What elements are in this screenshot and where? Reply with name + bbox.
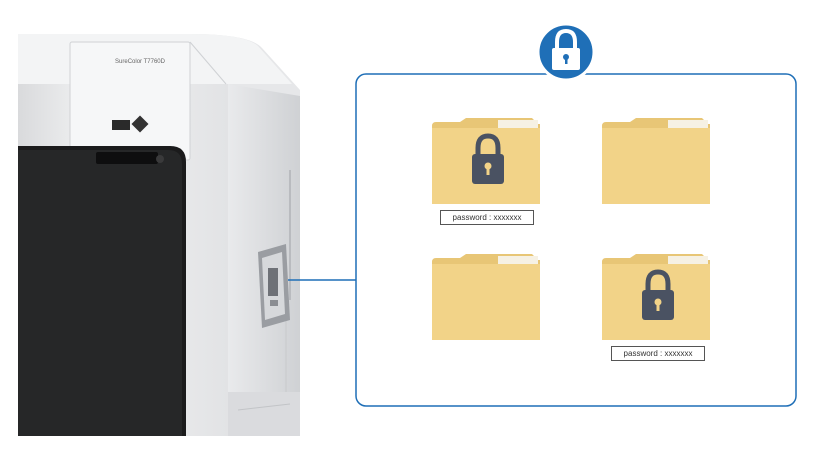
folder-1-password-label: password : xxxxxxx (440, 210, 534, 225)
lock-icon (472, 133, 504, 184)
folder-3 (432, 254, 540, 340)
folder-4 (602, 254, 710, 340)
printer-logo-badge-2 (131, 115, 149, 133)
folder-2 (602, 118, 710, 204)
storage-port (258, 244, 290, 328)
folder-4-password-label: password : xxxxxxx (611, 346, 705, 361)
lock-icon (536, 22, 596, 82)
printer-model-label: SureColor T7760D (115, 59, 166, 65)
printer-logo-badge (112, 120, 130, 130)
secure-storage-panel (355, 73, 797, 407)
lock-icon (642, 269, 674, 320)
printer-illustration: SureColor T7760D (18, 34, 300, 436)
folder-1 (432, 118, 540, 204)
